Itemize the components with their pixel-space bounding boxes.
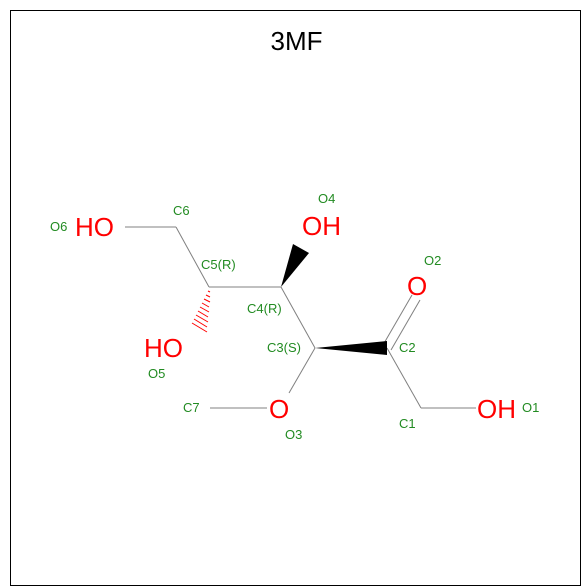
atom-o2: O <box>407 271 427 301</box>
molecule-structure: HO OH O HO O OH O6 C6 O4 C5(R) O2 C4(R) … <box>50 191 539 442</box>
bond-c6-c5 <box>175 226 210 288</box>
hash-bond-c5-o5 <box>191 290 211 333</box>
atom-o6: HO <box>75 212 114 242</box>
label-c6: C6 <box>173 203 190 218</box>
atom-o1: OH <box>477 394 516 424</box>
label-c1: C1 <box>399 416 416 431</box>
atom-o3: O <box>269 394 289 424</box>
bond-c2-o2-b <box>390 299 421 351</box>
label-o5: O5 <box>148 366 165 381</box>
label-c3: C3(S) <box>267 340 301 355</box>
bond-c2-o2-a <box>382 294 413 346</box>
bond-c3-o3 <box>288 347 316 394</box>
label-c5: C5(R) <box>201 257 236 272</box>
bond-c4-c3 <box>280 286 316 349</box>
label-o1: O1 <box>522 400 539 415</box>
atom-o4: OH <box>302 211 341 241</box>
wedge-c3-c2 <box>315 341 387 355</box>
molecule-title: 3MF <box>270 26 323 56</box>
atom-o5: HO <box>144 333 183 363</box>
label-o4: O4 <box>318 191 335 206</box>
label-o2: O2 <box>424 253 441 268</box>
diagram-frame: 3MF <box>10 10 581 586</box>
label-c2: C2 <box>399 340 416 355</box>
label-c7: C7 <box>183 400 200 415</box>
wedge-c4-o4 <box>281 244 309 287</box>
label-o6: O6 <box>50 219 67 234</box>
bond-layer <box>125 226 476 409</box>
atom-layer: HO OH O HO O OH <box>75 211 516 424</box>
label-c4: C4(R) <box>247 301 282 316</box>
label-o3: O3 <box>285 427 302 442</box>
label-layer: O6 C6 O4 C5(R) O2 C4(R) C3(S) C2 O5 C7 O… <box>50 191 539 442</box>
bond-c2-c1 <box>386 347 422 409</box>
